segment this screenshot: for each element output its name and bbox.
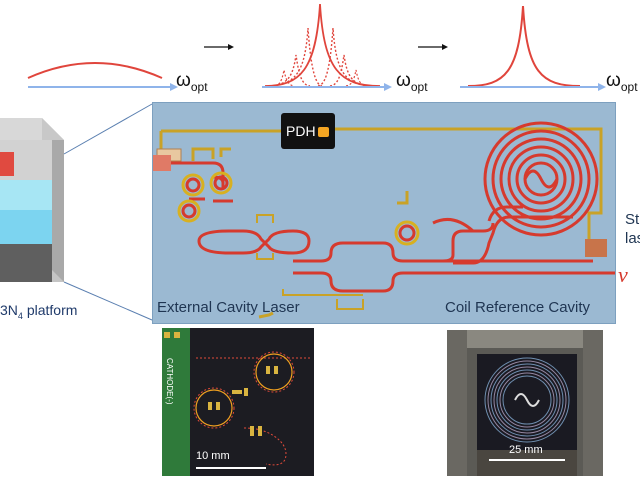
output-mark: v [618,262,628,287]
ring-resonators [177,171,420,246]
omega-label-2: ωopt [396,70,428,94]
transition-arrow-1 [204,44,234,50]
stabilized-laser-label: St las [625,211,640,247]
coil-chip-photo: 25 mm [447,330,603,476]
coil-chip-drawing [447,330,603,476]
platform-label: 3N4 platform [0,302,78,321]
omega-label-3: ωopt [606,70,638,94]
ecl-scale-label: 10 mm [196,450,230,462]
ecl-chip-drawing [162,328,314,476]
circuit-layout [153,121,615,319]
coil-cavity [483,121,599,237]
output-coupler [585,239,607,257]
gain-chip [153,155,171,171]
platform-stack [0,103,153,321]
coil-reference-cavity-label: Coil Reference Cavity [445,299,591,316]
electrical-traces [159,127,603,319]
cathode-label: CATHODE(-) [165,358,174,405]
multi-line-spectrum [262,3,392,91]
photonic-circuit-panel: PDH External Cavity Laser Coil Reference… [152,102,616,324]
external-cavity-laser-label: External Cavity Laser [157,299,300,316]
tuning-heaters [256,214,364,310]
lock-icon [317,127,329,137]
spectra-row [27,3,606,91]
coil-scale-label: 25 mm [509,444,543,456]
transition-arrow-2 [418,44,448,50]
pdh-label: PDH [286,123,316,139]
broad-spectrum [27,62,178,91]
ecl-chip-photo: CATHODE(-) 10 mm [162,328,314,476]
narrow-spectrum [460,5,606,91]
pdh-lock-box: PDH [281,113,335,149]
omega-label-1: ωopt [176,70,208,94]
